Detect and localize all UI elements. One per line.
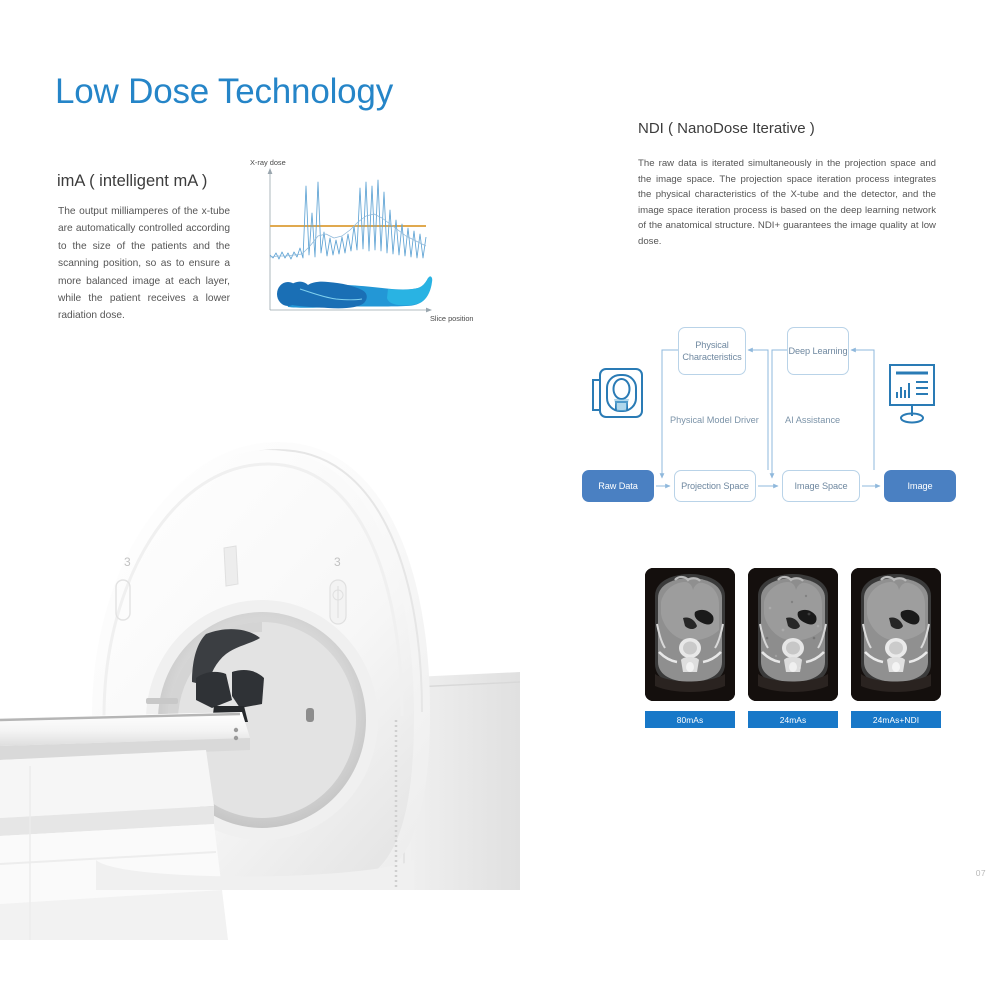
dose-waveform-envelope [269, 213, 427, 258]
ct-image-80mas [645, 568, 735, 701]
flow-label-ai-assistance: AI Assistance [785, 415, 841, 425]
ct-caption-24mas: 24mAs [748, 711, 838, 728]
ima-section-body: The output milliamperes of the x-tube ar… [58, 206, 230, 322]
ima-section-heading: imA ( intelligent mA ) [57, 172, 208, 190]
flow-box-physical-characteristics[interactable]: Physical Characteristics [678, 327, 746, 375]
page-number: 07 [975, 868, 986, 878]
patient-silhouette [277, 276, 433, 309]
ndi-section-body: The raw data is iterated simultaneously … [638, 158, 936, 247]
flow-label-physical-model-driver: Physical Model Driver [670, 415, 759, 425]
gantry-control-marks: 3 3 [115, 555, 347, 625]
xray-dose-chart: X-ray dose Slice position [248, 158, 493, 336]
monitor-icon [882, 362, 942, 428]
chart-plot-area [267, 168, 433, 313]
ct-image-24mas-ndi [851, 568, 941, 701]
flow-connectors [656, 347, 881, 489]
ct-caption-24mas-ndi: 24mAs+NDI [851, 711, 941, 728]
dose-waveform [269, 179, 427, 260]
ct-scanner-photo: 3 3 3 3 3 [0, 420, 521, 988]
chart-y-axis-label: X-ray dose [250, 158, 286, 167]
chart-axes [267, 168, 432, 313]
ct-comparison-item: 24mAs [748, 568, 838, 728]
ct-scanner-icon [590, 366, 648, 430]
ct-image-24mas [748, 568, 838, 701]
ct-comparison-item: 24mAs+NDI [851, 568, 941, 728]
svg-text:3: 3 [334, 555, 341, 569]
svg-text:3: 3 [124, 555, 131, 569]
page-title: Low Dose Technology [55, 72, 393, 111]
flow-box-image-space[interactable]: Image Space [782, 470, 860, 502]
ct-caption-80mas: 80mAs [645, 711, 735, 728]
flow-box-projection-space[interactable]: Projection Space [674, 470, 756, 502]
flow-box-image[interactable]: Image [884, 470, 956, 502]
flow-box-deep-learning[interactable]: Deep Learning [787, 327, 849, 375]
flow-box-raw-data[interactable]: Raw Data [582, 470, 654, 502]
ndi-section-heading: NDI ( NanoDose Iterative ) [638, 120, 815, 137]
ndi-flow-diagram: Physical Characteristics Deep Learning R… [582, 326, 962, 506]
chart-x-axis-label: Slice position [430, 314, 474, 323]
ct-comparison-item: 80mAs [645, 568, 735, 728]
